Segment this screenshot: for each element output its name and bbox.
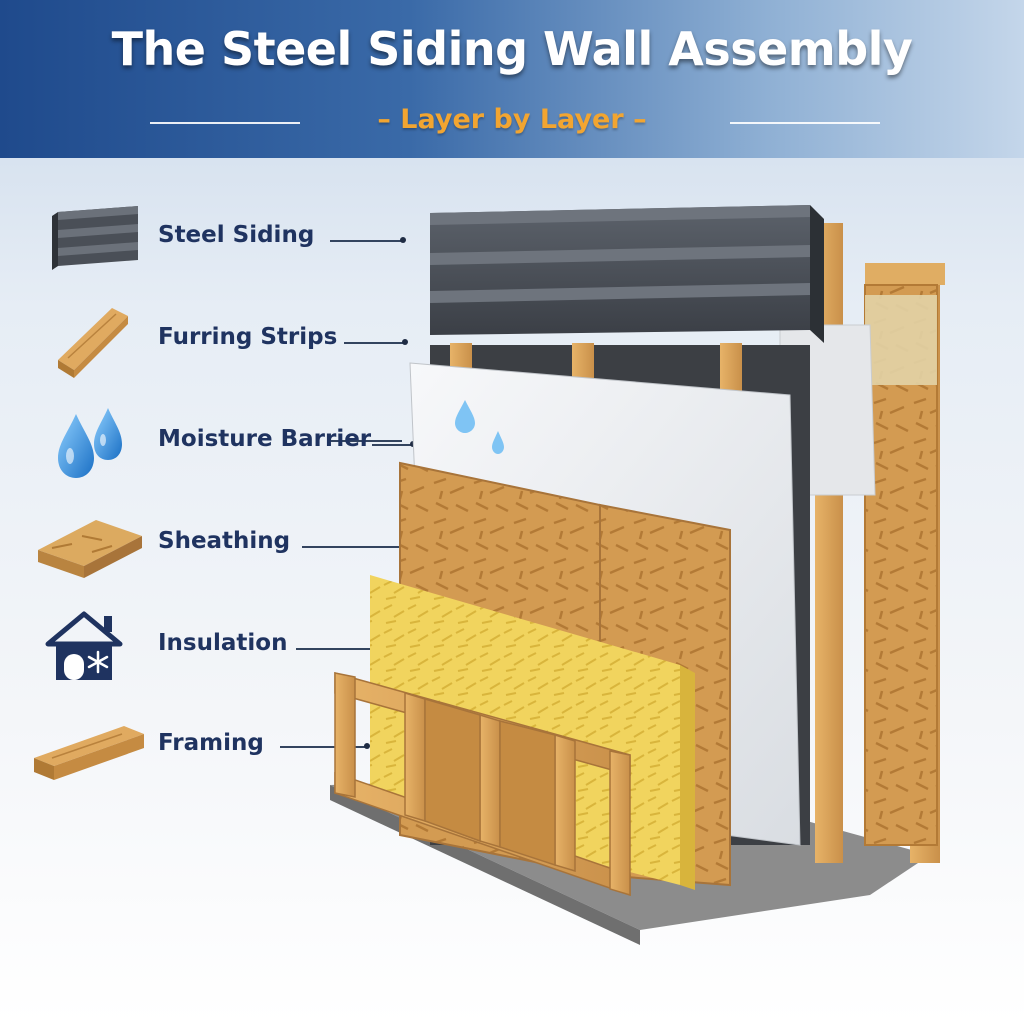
leader-line-insulation [296,648,406,650]
legend-framing: Framing [0,708,440,788]
legend-label-steel-siding: Steel Siding [158,222,315,248]
legend-label-furring-strips: Furring Strips [158,324,338,350]
wall-assembly-illustration [330,205,945,945]
furring-strip-icon [58,308,128,378]
steel-siding-panel [430,205,824,343]
leader-line-sheathing [302,546,420,548]
subtitle-rule-right [730,122,880,124]
leader-dot-framing [364,743,370,749]
legend-sheathing: Sheathing [0,506,440,586]
legend-insulation: Insulation [0,608,440,688]
lumber-board-icon [34,726,144,780]
front-framing [334,672,631,897]
leader-steel-siding [330,440,402,442]
page-title: The Steel Siding Wall Assembly [111,22,913,76]
osb-board-icon [38,520,142,578]
water-droplets [455,400,504,454]
legend-moisture-barrier: Moisture Barrier [0,404,440,484]
leader-line-furring-strips [344,342,404,344]
legend-furring-strips: Furring Strips [0,302,440,382]
house-snowflake-icon [45,611,123,680]
water-drops-icon [58,408,122,478]
legend-label-framing: Framing [158,730,264,756]
legend-label-insulation: Insulation [158,630,288,656]
legend-steel-siding: Steel Siding [0,200,440,442]
leader-line-steel-siding [330,240,402,242]
title-banner: The Steel Siding Wall Assembly – Layer b… [0,0,1024,158]
page-subtitle: – Layer by Layer – [377,104,647,135]
leader-dot-furring-strips [402,339,408,345]
legend-label-moisture-barrier: Moisture Barrier [158,426,372,452]
leader-line-moisture-barrier [372,444,412,446]
leader-dot-steel-siding [400,237,406,243]
legend-label-sheathing: Sheathing [158,528,291,554]
steel-siding-icon [52,206,138,270]
subtitle-rule-left [150,122,300,124]
subtitle-row: – Layer by Layer – [0,102,1024,142]
leader-line-framing [280,746,366,748]
